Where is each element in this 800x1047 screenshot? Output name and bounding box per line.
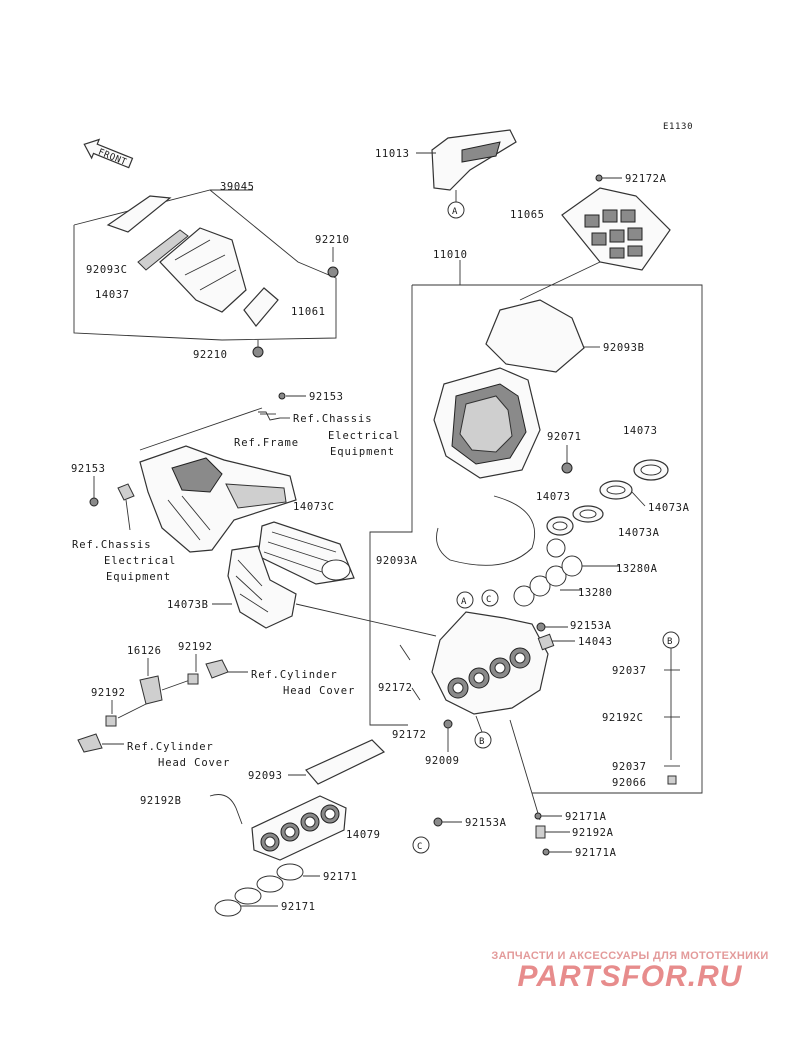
label-14073-top: 14073 bbox=[623, 425, 658, 437]
label-13280a: 13280A bbox=[616, 563, 658, 575]
label-92172a: 92172A bbox=[625, 173, 667, 185]
bolt-92172-1 bbox=[399, 644, 411, 661]
label-92171a-1: 92171A bbox=[565, 811, 607, 823]
clip-92210-bottom bbox=[252, 346, 264, 358]
hose-92192b bbox=[209, 794, 243, 825]
label-92172-2: 92172 bbox=[392, 729, 427, 741]
label-14073a-1: 14073A bbox=[648, 502, 690, 514]
label-39045: 39045 bbox=[220, 181, 255, 193]
nozzle-bottom bbox=[77, 733, 103, 753]
label-92153-1: 92153 bbox=[309, 391, 344, 403]
label-92093a: 92093A bbox=[376, 555, 418, 567]
label-92093b: 92093B bbox=[603, 342, 645, 354]
svg-text:A: A bbox=[452, 207, 458, 217]
svg-text:B: B bbox=[667, 637, 673, 647]
valve-16126 bbox=[139, 675, 163, 705]
label-92066: 92066 bbox=[612, 777, 647, 789]
svg-text:C: C bbox=[486, 595, 492, 605]
ref-chassis-electrical-left: Ref.Chassis bbox=[72, 539, 151, 551]
clamps-92171 bbox=[214, 863, 304, 917]
callout-a bbox=[456, 591, 474, 609]
airbox-lower bbox=[431, 611, 549, 715]
callout-b bbox=[474, 731, 492, 749]
throttle-ports bbox=[447, 647, 531, 699]
clip-92210-top bbox=[327, 266, 339, 278]
ref-electrical-left: Electrical bbox=[104, 555, 176, 567]
label-11061: 11061 bbox=[291, 306, 326, 318]
bolt-92172-2 bbox=[411, 687, 421, 701]
svg-text:C: C bbox=[417, 842, 423, 852]
label-11013: 11013 bbox=[375, 148, 410, 160]
filter-cells bbox=[584, 209, 643, 259]
nozzle-top bbox=[205, 659, 229, 679]
svg-text:B: B bbox=[479, 737, 485, 747]
label-14079: 14079 bbox=[346, 829, 381, 841]
ref-frame: Ref.Frame bbox=[234, 437, 299, 449]
duct-14073b bbox=[227, 545, 297, 629]
label-92192-1: 92192 bbox=[178, 641, 213, 653]
label-92192a: 92192A bbox=[572, 827, 614, 839]
label-92093c: 92093C bbox=[86, 264, 128, 276]
ref-equipment-left: Equipment bbox=[106, 571, 171, 583]
label-92093: 92093 bbox=[248, 770, 283, 782]
duct-assembly-group bbox=[73, 189, 339, 358]
ref-cylinder-head-top: Ref.Cylinder bbox=[251, 669, 338, 681]
label-92210-top: 92210 bbox=[315, 234, 350, 246]
duct-11061 bbox=[159, 227, 247, 313]
callout-c bbox=[481, 589, 499, 607]
label-92009: 92009 bbox=[425, 755, 460, 767]
label-92153-2: 92153 bbox=[71, 463, 106, 475]
ref-chassis-electrical-top: Ref.Chassis bbox=[293, 413, 372, 425]
label-92037-2: 92037 bbox=[612, 761, 647, 773]
ref-electrical-top: Electrical bbox=[328, 430, 400, 442]
svg-text:A: A bbox=[461, 597, 467, 607]
holder-ports bbox=[260, 804, 340, 852]
label-92192-2: 92192 bbox=[91, 687, 126, 699]
label-92171-1: 92171 bbox=[323, 871, 358, 883]
ref-equipment-top: Equipment bbox=[330, 446, 395, 458]
watermark-logo: PARTSFOR.RU bbox=[517, 960, 743, 993]
label-11065: 11065 bbox=[510, 209, 545, 221]
label-14073a-2: 14073A bbox=[618, 527, 660, 539]
label-92153a-2: 92153A bbox=[465, 817, 507, 829]
label-92172-1: 92172 bbox=[378, 682, 413, 694]
frame-inlet bbox=[139, 445, 297, 553]
sensor-14043 bbox=[537, 633, 555, 651]
watermark-tagline: ЗАПЧАСТИ И АКСЕССУАРЫ ДЛЯ МОТОТЕХНИКИ bbox=[491, 950, 769, 962]
label-14043: 14043 bbox=[578, 636, 613, 648]
label-92192b: 92192B bbox=[140, 795, 182, 807]
gasket-92093 bbox=[305, 739, 386, 785]
label-14073-mid: 14073 bbox=[536, 491, 571, 503]
airbox-group bbox=[369, 260, 703, 794]
label-92210-bottom: 92210 bbox=[193, 349, 228, 361]
label-14037: 14037 bbox=[95, 289, 130, 301]
label-92071: 92071 bbox=[547, 431, 582, 443]
duct-seal bbox=[243, 287, 279, 327]
o-rings-13280 bbox=[513, 538, 583, 607]
label-92037-1: 92037 bbox=[612, 665, 647, 677]
label-92192c: 92192C bbox=[602, 712, 644, 724]
label-13280: 13280 bbox=[578, 587, 613, 599]
label-92171-2: 92171 bbox=[281, 901, 316, 913]
front-arrow-icon: FRONT bbox=[83, 138, 134, 169]
ref-cylinder-head-bottom: Ref.Cylinder bbox=[127, 741, 214, 753]
callout-a-top bbox=[447, 201, 465, 219]
gasket-92093b bbox=[485, 299, 585, 373]
label-14073c: 14073C bbox=[293, 501, 335, 513]
diagram-code: E1130 bbox=[663, 122, 693, 132]
ref-head-cover-bottom: Head Cover bbox=[158, 757, 230, 769]
gasket-92093a bbox=[436, 495, 536, 566]
callout-c-bottom bbox=[412, 836, 430, 854]
ref-head-cover-top: Head Cover bbox=[283, 685, 355, 697]
gasket-92093c bbox=[106, 195, 172, 233]
screen-14037 bbox=[137, 229, 189, 271]
label-16126: 16126 bbox=[127, 645, 162, 657]
watermark: ЗАПЧАСТИ И АКСЕССУАРЫ ДЛЯ МОТОТЕХНИКИ PA… bbox=[480, 950, 780, 994]
label-14073b: 14073B bbox=[167, 599, 209, 611]
label-92153a-1: 92153A bbox=[570, 620, 612, 632]
label-92171a-2: 92171A bbox=[575, 847, 617, 859]
label-11010: 11010 bbox=[433, 249, 468, 261]
